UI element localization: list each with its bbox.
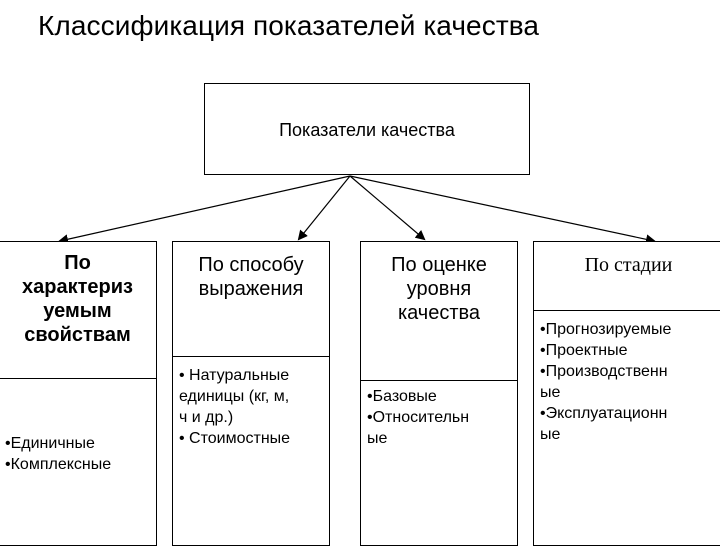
column-3-box: По оценке уровня качества •Базовые •Отно… — [360, 241, 518, 546]
column-4-heading: По стадии — [534, 253, 720, 277]
column-3-heading: По оценке уровня качества — [361, 253, 517, 325]
column-4-items: •Прогнозируемые •Проектные •Производстве… — [540, 319, 671, 445]
arrow-to-col-3 — [349, 175, 426, 241]
list-item: •Относительн — [367, 409, 470, 426]
column-1-heading: По характериз уемым свойствам — [0, 251, 156, 347]
heading-line: характериз — [22, 276, 133, 298]
list-item: ые — [367, 430, 388, 447]
column-4-divider — [534, 310, 720, 311]
heading-line: выражения — [198, 278, 304, 300]
list-item: • Стоимостные — [179, 430, 291, 447]
column-2-heading: По способу выражения — [173, 253, 329, 301]
list-item: •Базовые — [367, 388, 437, 405]
heading-line: уровня — [406, 278, 472, 300]
list-item: •Единичные — [5, 435, 95, 452]
heading-line: По оценке — [391, 254, 487, 276]
root-box: Показатели качества — [204, 83, 530, 175]
column-3-divider — [361, 380, 517, 381]
column-2-items: • Натуральные единицы (кг, м, ч и др.) •… — [179, 365, 290, 449]
list-item: единицы (кг, м, — [179, 388, 290, 405]
heading-line: По — [64, 252, 91, 274]
list-item: ые — [540, 384, 561, 401]
column-2-divider — [173, 356, 329, 357]
column-1-box: По характериз уемым свойствам •Единичные… — [0, 241, 157, 546]
heading-line: свойствам — [24, 324, 131, 346]
column-3-items: •Базовые •Относительн ые — [367, 386, 469, 449]
list-item: ч и др.) — [179, 409, 234, 426]
arrow-to-col-4 — [349, 175, 656, 245]
root-label: Показатели качества — [279, 120, 455, 140]
list-item: ые — [540, 426, 561, 443]
list-item: • Натуральные — [179, 367, 290, 384]
column-1-items: •Единичные •Комплексные — [5, 433, 111, 475]
heading-line: По способу — [198, 254, 304, 276]
arrow-to-col-2 — [297, 175, 351, 241]
list-item: •Комплексные — [5, 456, 112, 473]
slide-title: Классификация показателей качества — [38, 10, 540, 41]
arrow-to-col-1 — [58, 175, 351, 245]
list-item: •Прогнозируемые — [540, 321, 672, 338]
column-4-box: По стадии •Прогнозируемые •Проектные •Пр… — [533, 241, 720, 546]
column-1-divider — [0, 378, 156, 379]
heading-line: качества — [397, 302, 481, 324]
heading-line: уемым — [43, 300, 112, 322]
heading-line: По стадии — [584, 254, 673, 276]
list-item: •Проектные — [540, 342, 628, 359]
column-2-box: По способу выражения • Натуральные едини… — [172, 241, 330, 546]
list-item: •Производственн — [540, 363, 668, 380]
list-item: •Эксплуатационн — [540, 405, 668, 422]
